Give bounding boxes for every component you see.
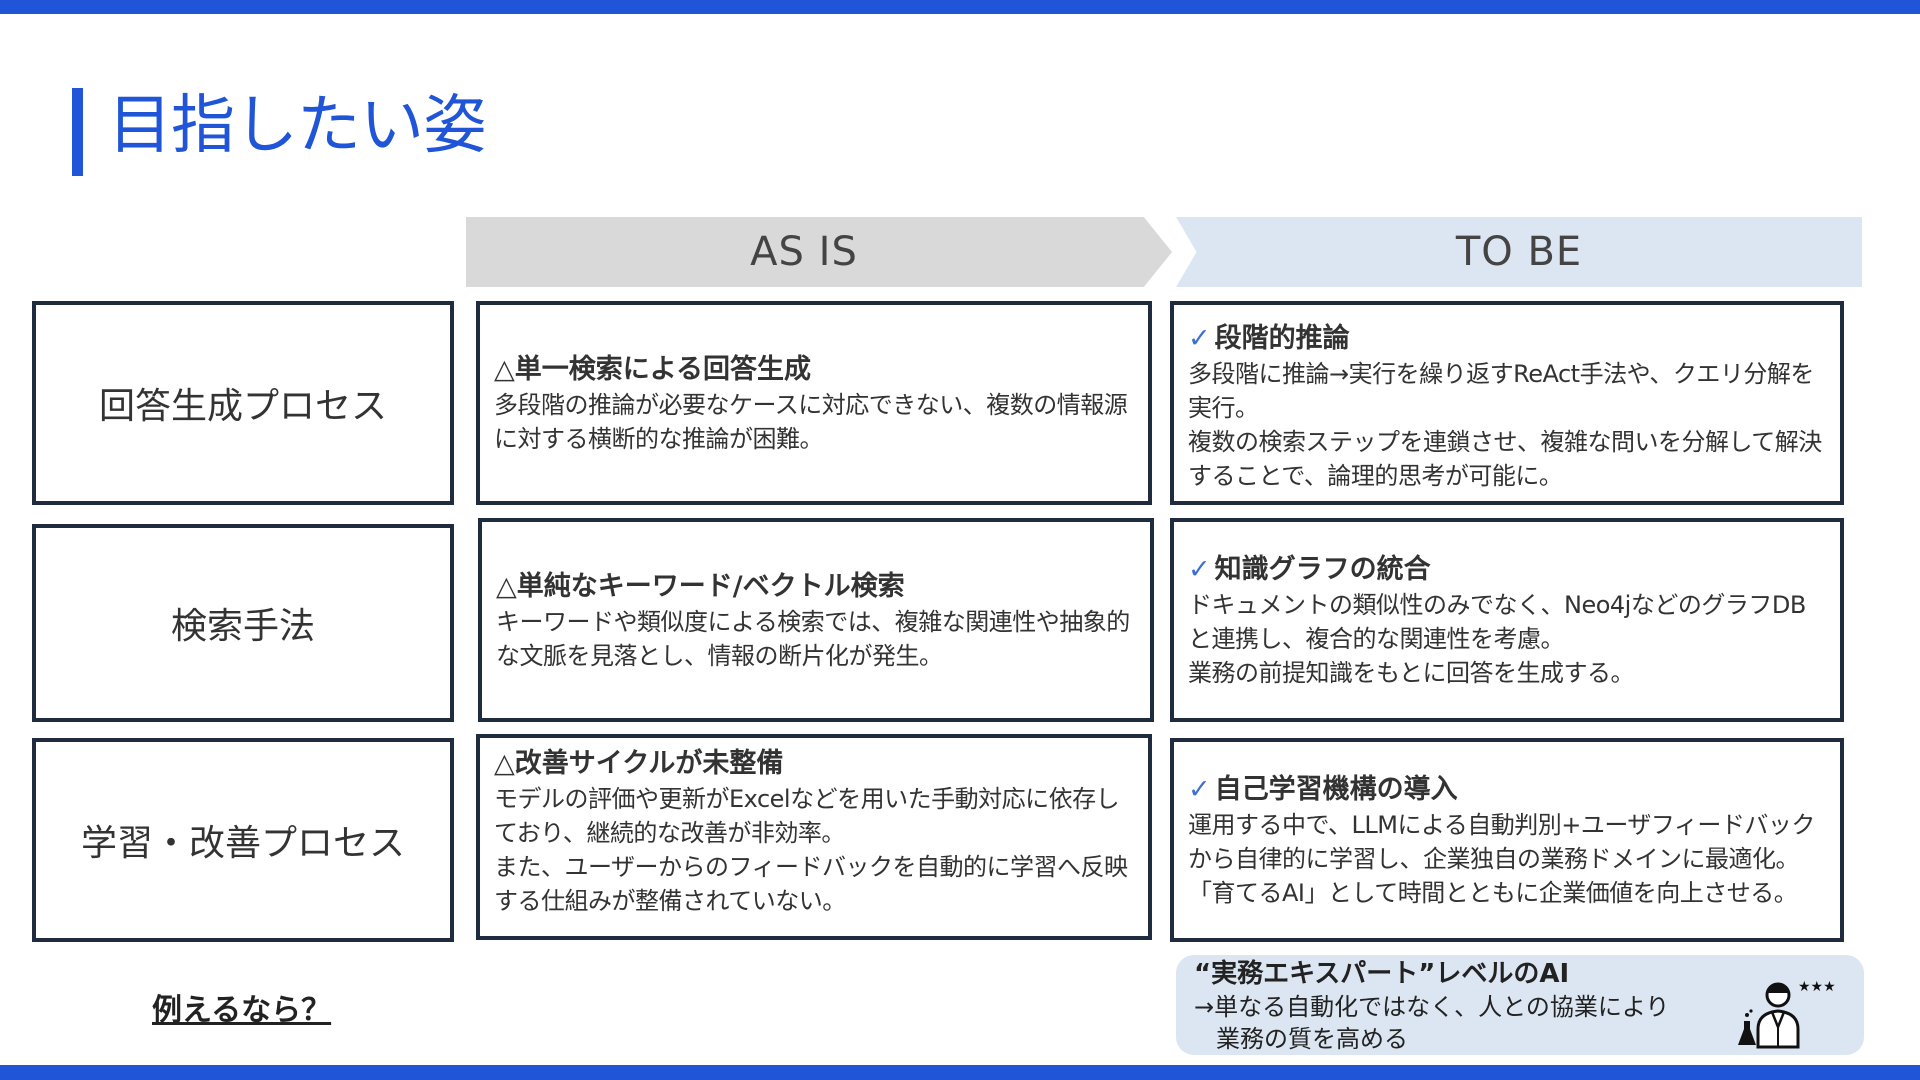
as-is-heading-text: 単純なキーワード/ベクトル検索 [516,571,905,602]
expert-summary-box: “実務エキスパート”レベルのAI →単なる自動化ではなく、人との協業により 業務… [1176,955,1864,1055]
to-be-heading-text: 自己学習機構の導入 [1214,774,1458,805]
bottom-accent-bar [0,1065,1920,1080]
to-be-body-line: 「育てるAI」として時間とともに企業価値を向上させる。 [1188,879,1798,907]
to-be-heading-text: 知識グラフの統合 [1214,554,1431,585]
check-icon: ✓ [1188,554,1211,585]
as-is-heading: △単一検索による回答生成 [494,352,1134,388]
row-label-box: 回答生成プロセス [32,301,454,505]
warning-triangle-icon: △ [496,571,517,602]
expert-stars: ★★★ [1798,979,1836,995]
as-is-content: △改善サイクルが未整備 モデルの評価や更新がExcelなどを用いた手動対応に依存… [480,738,1148,936]
as-is-content: △単一検索による回答生成 多段階の推論が必要なケースに対応できない、複数の情報源… [480,305,1148,501]
row-label: 検索手法 [170,606,315,647]
to-be-body-line: 業務の前提知識をもとに回答を生成する。 [1188,659,1635,687]
as-is-cell: △単純なキーワード/ベクトル検索 キーワードや類似度による検索では、複雑な関連性… [478,518,1154,722]
check-icon: ✓ [1188,323,1211,354]
to-be-heading: ✓段階的推論 [1188,321,1826,357]
check-icon: ✓ [1188,774,1211,805]
warning-triangle-icon: △ [494,354,515,385]
title-accent-bar [72,88,83,176]
row-label-box: 検索手法 [32,524,454,722]
to-be-cell: ✓知識グラフの統合 ドキュメントの類似性のみでなく、Neo4jなどのグラフDBと… [1170,518,1844,722]
warning-triangle-icon: △ [494,748,515,779]
expert-scientist-icon: ★★★ [1738,979,1836,1049]
example-prompt: 例えるなら？ [152,993,332,1028]
to-be-content: ✓自己学習機構の導入 運用する中で、LLMによる自動判別+ユーザフィードバックか… [1174,742,1840,938]
expert-line-2: 業務の質を高める [1216,1025,1408,1053]
as-is-body-line: モデルの評価や更新がExcelなどを用いた手動対応に依存しており、継続的な改善が… [494,785,1120,847]
row-label-box: 学習・改善プロセス [32,738,454,942]
to-be-heading: ✓自己学習機構の導入 [1188,772,1826,808]
to-be-heading-text: 段階的推論 [1214,323,1350,354]
top-accent-bar [0,0,1920,14]
row-label: 学習・改善プロセス [80,823,405,864]
as-is-body: 多段階の推論が必要なケースに対応できない、複数の情報源に対する横断的な推論が困難… [494,391,1128,453]
as-is-heading-text: 単一検索による回答生成 [514,354,811,385]
to-be-body-line: ドキュメントの類似性のみでなく、Neo4jなどのグラフDBと連携し、複合的な関連… [1188,591,1806,653]
to-be-header-label: TO BE [1455,229,1583,275]
as-is-heading: △改善サイクルが未整備 [494,746,1134,782]
to-be-cell: ✓自己学習機構の導入 運用する中で、LLMによる自動判別+ユーザフィードバックか… [1170,738,1844,942]
to-be-body-line: 複数の検索ステップを連鎖させ、複雑な問いを分解して解決することで、論理的思考が可… [1188,428,1822,490]
as-is-body-line: また、ユーザーからのフィードバックを自動的に学習へ反映する仕組みが整備されていな… [494,853,1128,915]
to-be-heading: ✓知識グラフの統合 [1188,552,1826,588]
expert-line-1: →単なる自動化ではなく、人との協業により [1194,993,1670,1021]
to-be-content: ✓知識グラフの統合 ドキュメントの類似性のみでなく、Neo4jなどのグラフDBと… [1174,522,1840,718]
to-be-header: TO BE [1176,217,1862,287]
as-is-header-label: AS IS [750,229,858,275]
as-is-heading: △単純なキーワード/ベクトル検索 [496,569,1136,605]
as-is-content: △単純なキーワード/ベクトル検索 キーワードや類似度による検索では、複雑な関連性… [482,522,1150,718]
to-be-body-line: 運用する中で、LLMによる自動判別+ユーザフィードバックから自律的に学習し、企業… [1188,811,1815,873]
as-is-body: キーワードや類似度による検索では、複雑な関連性や抽象的な文脈を見落とし、情報の断… [496,608,1130,670]
to-be-cell: ✓段階的推論 多段階に推論→実行を繰り返すReAct手法や、クエリ分解を実行。 … [1170,301,1844,505]
row-label: 回答生成プロセス [98,386,387,427]
expert-title: “実務エキスパート”レベルのAI [1194,959,1570,989]
page-title: 目指したい姿 [108,89,487,163]
as-is-heading-text: 改善サイクルが未整備 [514,748,784,779]
as-is-header: AS IS [466,217,1172,287]
to-be-content: ✓段階的推論 多段階に推論→実行を繰り返すReAct手法や、クエリ分解を実行。 … [1174,305,1840,501]
to-be-body-line: 多段階に推論→実行を繰り返すReAct手法や、クエリ分解を実行。 [1188,360,1814,422]
as-is-cell: △改善サイクルが未整備 モデルの評価や更新がExcelなどを用いた手動対応に依存… [476,734,1152,940]
as-is-cell: △単一検索による回答生成 多段階の推論が必要なケースに対応できない、複数の情報源… [476,301,1152,505]
